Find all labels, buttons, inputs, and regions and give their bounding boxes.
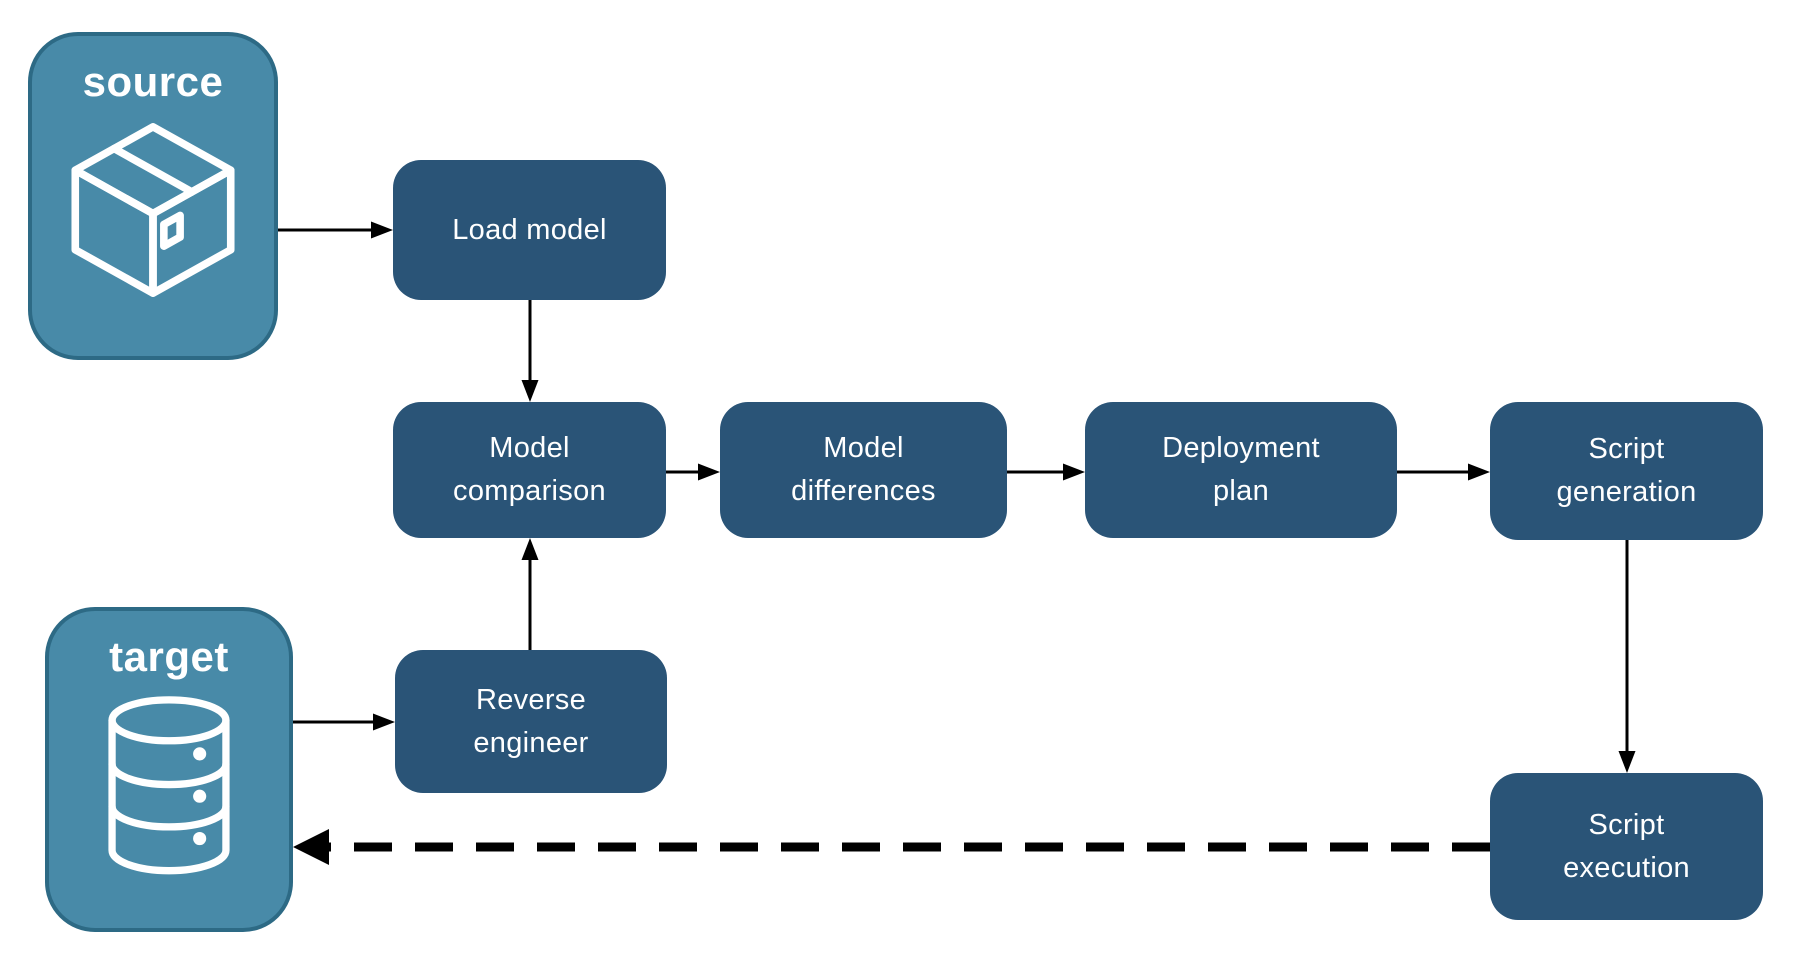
node-script-execution-line2: execution	[1563, 851, 1690, 884]
arrow-source-to-load-model	[278, 221, 393, 239]
database-icon	[108, 696, 230, 875]
node-script-generation-line1: Script	[1588, 433, 1665, 465]
target-label: target	[109, 633, 229, 680]
node-script-execution-line1: Script	[1588, 808, 1665, 841]
arrow-target-to-reverse-engineer	[293, 713, 395, 731]
node-model-comparison-line1: Model	[489, 432, 570, 464]
package-icon	[71, 123, 235, 297]
node-reverse-engineer-line1: Reverse	[475, 683, 587, 716]
database-dot	[193, 831, 207, 846]
arrow-script-generation-to-script-execution	[1618, 540, 1636, 773]
node-deployment-plan-line1: Deployment	[1162, 432, 1320, 464]
node-model-comparison: Model comparison	[393, 402, 666, 538]
node-load-model-label: Load model	[452, 213, 607, 246]
node-load-model: Load model	[393, 160, 666, 300]
database-dot	[193, 789, 207, 803]
node-model-differences: Model differences	[720, 402, 1007, 538]
node-script-generation-line2: generation	[1556, 476, 1697, 508]
arrow-model-comparison-to-model-differences	[666, 463, 720, 481]
database-dot	[193, 747, 207, 761]
node-script-generation: Script generation	[1490, 402, 1763, 540]
arrow-script-execution-to-target-dashed	[293, 829, 1490, 865]
node-model-comparison-line2: comparison	[453, 475, 606, 507]
node-script-execution: Script execution	[1490, 773, 1763, 920]
arrow-reverse-engineer-to-model-comparison	[521, 538, 539, 650]
arrow-model-differences-to-deployment-plan	[1007, 463, 1085, 481]
node-reverse-engineer-line2: engineer	[473, 726, 589, 759]
node-model-differences-line2: differences	[791, 475, 936, 507]
target-endpoint: target	[45, 607, 293, 932]
node-deployment-plan: Deployment plan	[1085, 402, 1397, 538]
source-label: source	[82, 58, 224, 105]
node-deployment-plan-line2: plan	[1212, 475, 1270, 507]
source-endpoint: source	[28, 32, 278, 360]
node-model-differences-line1: Model	[823, 432, 904, 464]
arrow-load-model-to-model-comparison	[521, 300, 539, 402]
node-reverse-engineer: Reverse engineer	[395, 650, 667, 793]
arrow-deployment-plan-to-script-generation	[1397, 463, 1490, 481]
